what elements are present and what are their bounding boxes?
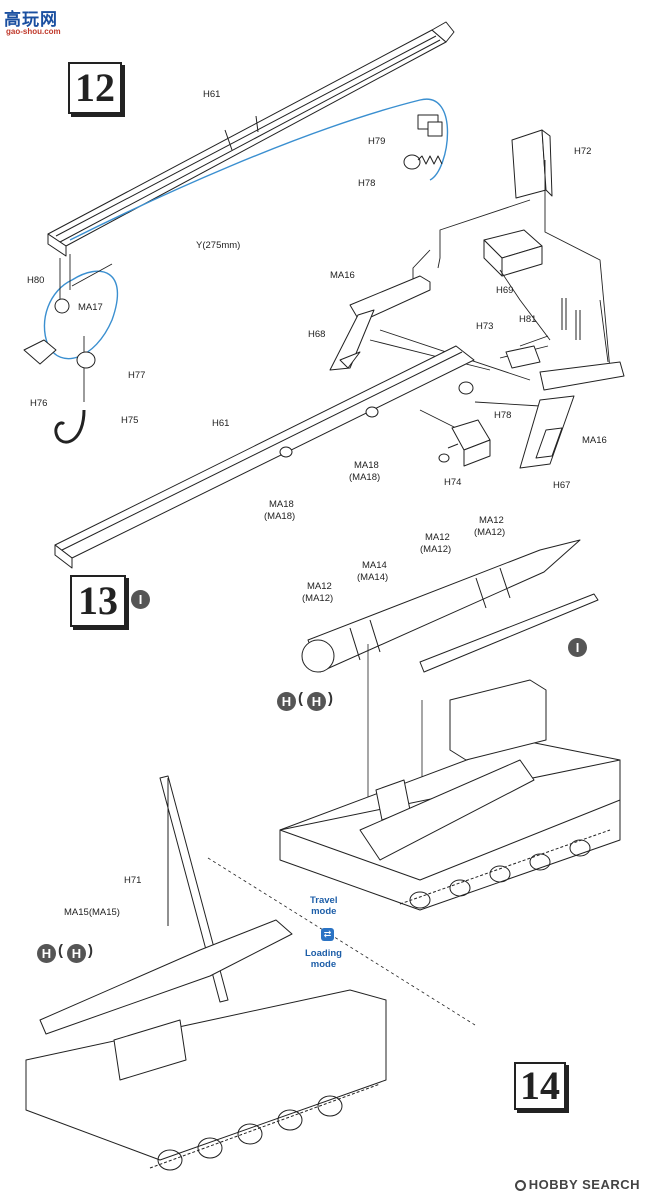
- pulley-h77: [76, 351, 96, 369]
- lower-boom-h61: [54, 345, 475, 569]
- bracket-h73: [505, 345, 541, 369]
- label-ma16-left: MA16: [330, 270, 355, 281]
- label-y-cable: Y(275mm): [196, 240, 241, 251]
- label-h69: H69: [496, 285, 514, 296]
- marker-h-paren-step14: H: [67, 944, 86, 963]
- missile-ma12: [301, 539, 581, 673]
- marker-h-paren-close: ): [328, 690, 333, 707]
- tracks-step13: [399, 829, 611, 909]
- pulley-h80: [54, 298, 70, 314]
- travel-mode-label: Travel mode: [310, 895, 338, 917]
- label-ma12-right: MA12: [479, 515, 504, 526]
- label-h74: H74: [444, 477, 462, 488]
- label-h79: H79: [368, 136, 386, 147]
- label-h76: H76: [30, 398, 48, 409]
- label-ma16-right: MA16: [582, 435, 607, 446]
- label-ma12-left-paren: (MA12): [302, 593, 334, 604]
- label-h72: H72: [574, 146, 592, 157]
- label-ma12-right-paren: (MA12): [474, 527, 506, 538]
- marker-h-step14: H: [37, 944, 56, 963]
- label-h61-bottom: H61: [212, 418, 230, 429]
- label-ma12-mid-paren: (MA12): [420, 544, 452, 555]
- divider-dashed: [207, 857, 476, 1026]
- pulley-h79: [417, 114, 443, 137]
- marker-i-rail: I: [568, 638, 587, 657]
- label-ma18-left-paren: (MA18): [264, 511, 296, 522]
- label-h78-bottom: H78: [494, 410, 512, 421]
- marker-h14-paren-open: (: [58, 942, 63, 959]
- watermark-logo-icon: [514, 1180, 526, 1191]
- watermark: HOBBY SEARCH: [514, 1177, 640, 1192]
- step-12-box: 12: [68, 62, 122, 114]
- step-14-box: 14: [514, 1062, 566, 1110]
- label-ma18-left: MA18: [269, 499, 294, 510]
- label-h71: H71: [124, 875, 142, 886]
- rods-h81: [561, 298, 581, 340]
- cable-y: [69, 98, 449, 241]
- label-h67: H67: [553, 480, 571, 491]
- marker-h-paren-open: (: [298, 690, 303, 707]
- marker-h-paren-step13: H: [307, 692, 326, 711]
- label-h61-top: H61: [203, 89, 221, 100]
- label-ma15: MA15(MA15): [64, 907, 120, 918]
- spring-h78-top: [403, 154, 443, 170]
- frame-ma16-right: [539, 361, 625, 391]
- hook-h75: [54, 409, 86, 444]
- label-ma14-paren: (MA14): [357, 572, 389, 583]
- tracks-step14: [149, 1083, 381, 1171]
- marker-i-step13: I: [131, 590, 150, 609]
- marker-h-step13: H: [277, 692, 296, 711]
- watermark-text: HOBBY SEARCH: [528, 1177, 640, 1192]
- frame-ma16-left: [329, 275, 431, 371]
- cable-loop: [43, 270, 119, 360]
- rail-i: [419, 593, 599, 673]
- label-ma18-mid-paren: (MA18): [349, 472, 381, 483]
- marker-h14-paren-close: ): [88, 942, 93, 959]
- plate-h72: [511, 129, 553, 199]
- mode-switch-icon: ⇄: [321, 928, 334, 941]
- label-h73: H73: [476, 321, 494, 332]
- label-h68: H68: [308, 329, 326, 340]
- vehicle-step13: [279, 679, 621, 911]
- bracket-h76: [23, 339, 57, 365]
- vehicle-step14: [25, 775, 387, 1171]
- label-ma18-mid: MA18: [354, 460, 379, 471]
- label-h77: H77: [128, 370, 146, 381]
- label-ma12-left: MA12: [307, 581, 332, 592]
- label-h78-top: H78: [358, 178, 376, 189]
- winch-h74: [438, 419, 491, 467]
- loading-mode-label: Loading mode: [305, 948, 342, 970]
- label-ma12-mid: MA12: [425, 532, 450, 543]
- label-h75: H75: [121, 415, 139, 426]
- logo-sub-text: gao-shou.com: [6, 27, 61, 36]
- label-h80: H80: [27, 275, 45, 286]
- label-ma14: MA14: [362, 560, 387, 571]
- site-logo: 高玩网 gao-shou.com: [4, 5, 74, 39]
- label-h81: H81: [519, 314, 537, 325]
- step-13-box: 13: [70, 575, 126, 627]
- label-ma17: MA17: [78, 302, 103, 313]
- upper-boom-h61: [47, 21, 455, 257]
- logo-main-text: 高玩网: [4, 10, 58, 29]
